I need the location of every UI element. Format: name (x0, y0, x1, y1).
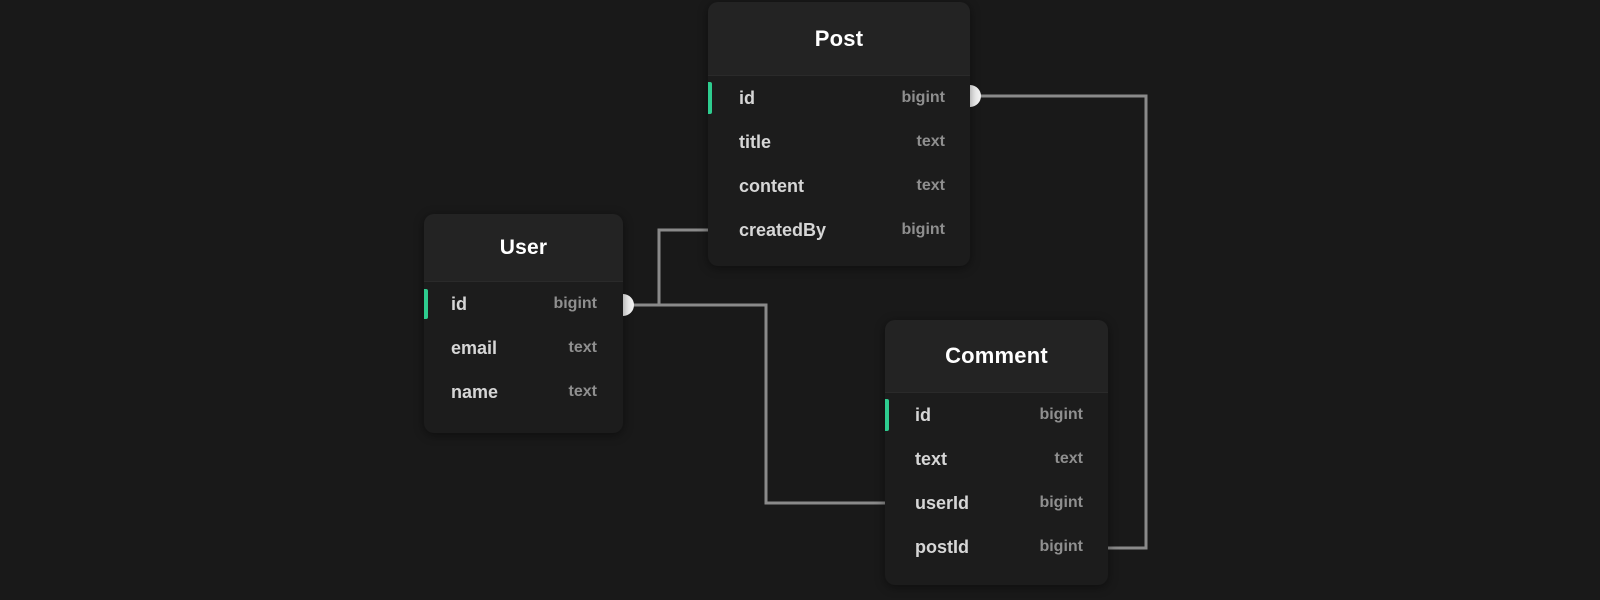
field-name: postId (915, 536, 969, 557)
field-name: createdBy (739, 219, 827, 240)
field-name: id (739, 87, 755, 108)
field-type: text (568, 383, 597, 400)
field-row-user-name[interactable]: name text (424, 370, 623, 414)
table-card-comment[interactable]: Comment id bigint text text userId bigin… (885, 320, 1108, 585)
field-type: bigint (553, 295, 597, 312)
field-type: bigint (901, 89, 945, 106)
field-type: bigint (1039, 406, 1083, 423)
field-name: title (739, 131, 772, 152)
table-card-user[interactable]: User id bigint email text name text (424, 214, 623, 433)
marker-one-post-id (970, 85, 981, 107)
primary-key-accent-icon (708, 82, 712, 114)
field-name: text (915, 448, 948, 469)
field-row-post-id[interactable]: id bigint (708, 76, 970, 120)
field-name: id (915, 404, 931, 425)
field-type: bigint (901, 221, 945, 238)
edge-user-id-to-comment-userid (627, 303, 903, 505)
field-name: content (739, 175, 804, 196)
edge-user-id-to-post-createdby (627, 228, 710, 307)
field-row-user-id[interactable]: id bigint (424, 282, 623, 326)
field-type: bigint (1039, 494, 1083, 511)
table-title-comment: Comment (885, 320, 1108, 393)
marker-one-user-id (623, 294, 634, 316)
field-row-comment-userid[interactable]: userId bigint (885, 481, 1108, 525)
table-title-post: Post (708, 2, 970, 76)
table-title-user: User (424, 214, 623, 282)
field-type: text (568, 339, 597, 356)
field-type: bigint (1039, 538, 1083, 555)
table-card-post[interactable]: Post id bigint title text content text c… (708, 2, 970, 266)
field-row-post-createdby[interactable]: createdBy bigint (708, 208, 970, 252)
field-row-comment-text[interactable]: text text (885, 437, 1108, 481)
field-type: text (1054, 450, 1083, 467)
primary-key-accent-icon (885, 399, 889, 431)
field-type: text (916, 133, 945, 150)
table-title-text: Comment (945, 343, 1048, 368)
table-fields-post: id bigint title text content text create… (708, 76, 970, 252)
field-type: text (916, 177, 945, 194)
table-fields-user: id bigint email text name text (424, 282, 623, 414)
field-name: userId (915, 492, 970, 513)
table-title-text: Post (814, 25, 864, 51)
table-fields-comment: id bigint text text userId bigint postId… (885, 393, 1108, 569)
field-row-comment-postid[interactable]: postId bigint (885, 525, 1108, 569)
field-row-comment-id[interactable]: id bigint (885, 393, 1108, 437)
field-row-post-content[interactable]: content text (708, 164, 970, 208)
field-row-user-email[interactable]: email text (424, 326, 623, 370)
field-name: email (451, 337, 498, 358)
field-row-post-title[interactable]: title text (708, 120, 970, 164)
primary-key-accent-icon (424, 289, 428, 319)
table-title-text: User (499, 235, 548, 259)
field-name: name (451, 381, 499, 402)
field-name: id (451, 293, 467, 314)
